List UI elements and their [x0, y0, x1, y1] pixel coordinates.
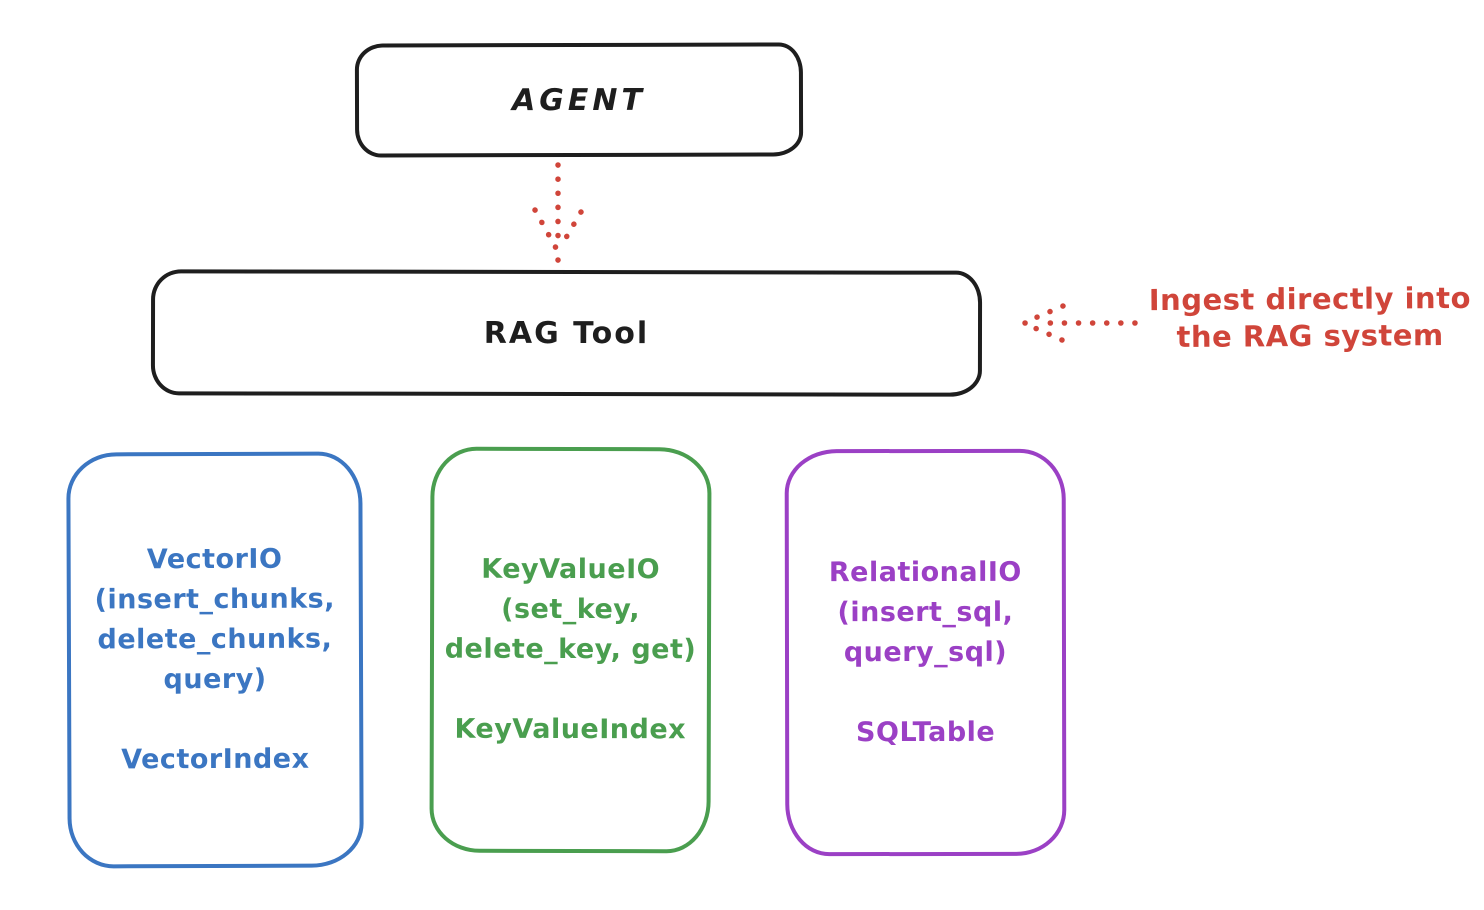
agent-node: AGENT: [354, 42, 804, 158]
ingest-annotation: Ingest directly into the RAG system: [1148, 280, 1472, 354]
relational-io-label: RelationalIO (insert_sql, query_sql) SQL…: [828, 556, 1022, 748]
keyvalue-io-node: KeyValueIO (set_key, delete_key, get) Ke…: [429, 446, 712, 854]
vector-io-node: VectorIO (insert_chunks, delete_chunks, …: [66, 451, 364, 869]
rag-tool-label: RAG Tool: [483, 315, 650, 351]
dotted-arrow-down-icon: [526, 160, 590, 270]
keyvalue-io-label: KeyValueIO (set_key, delete_key, get) Ke…: [444, 553, 697, 746]
vector-io-label: VectorIO (insert_chunks, delete_chunks, …: [94, 543, 336, 776]
dotted-arrow-left-icon: [1016, 299, 1140, 347]
rag-tool-node: RAG Tool: [150, 269, 983, 397]
agent-label: AGENT: [512, 82, 646, 118]
relational-io-node: RelationalIO (insert_sql, query_sql) SQL…: [784, 448, 1067, 857]
